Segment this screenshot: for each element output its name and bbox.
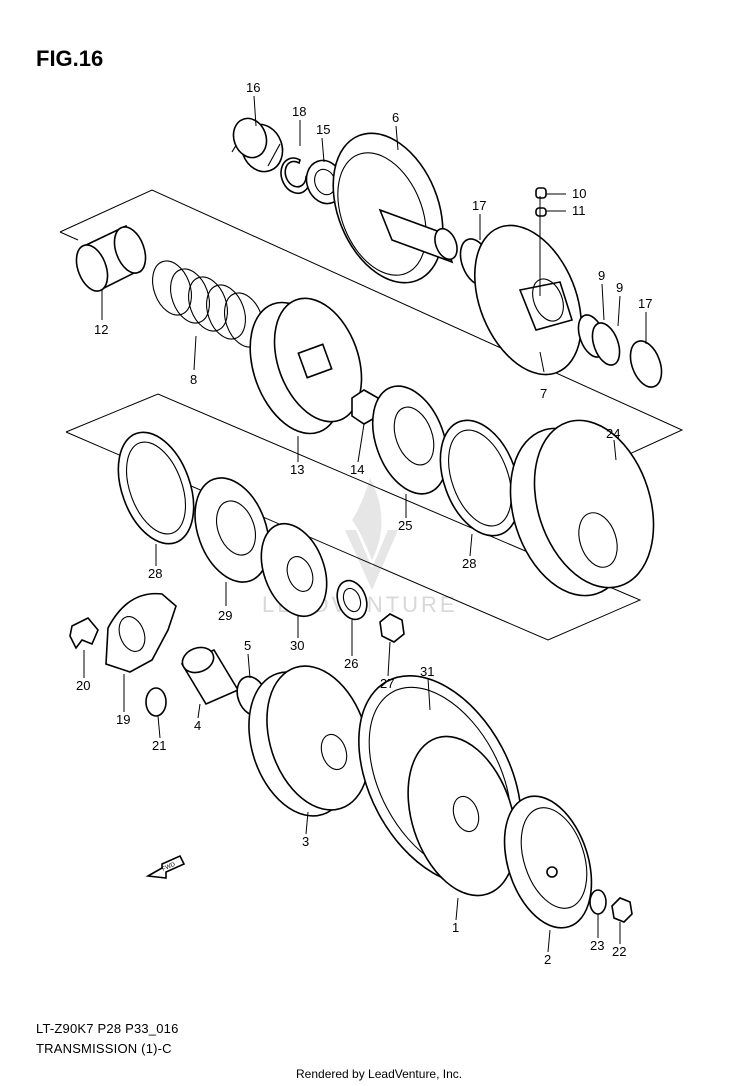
- callout-21: 21: [152, 738, 166, 753]
- callout-30: 30: [290, 638, 304, 653]
- part-1-fixed-drive-face: [407, 735, 517, 897]
- callout-16: 16: [246, 80, 260, 95]
- callout-28-right: 28: [462, 556, 476, 571]
- callout-13: 13: [290, 462, 304, 477]
- callout-28-left: 28: [148, 566, 162, 581]
- part-27-nut: [379, 613, 405, 643]
- part-7-sliding-driven-face: [473, 224, 583, 376]
- part-22-nut: [611, 897, 633, 923]
- part-23-washer: [589, 889, 607, 915]
- part-30-lock-washer: [260, 522, 328, 618]
- callout-19: 19: [116, 712, 130, 727]
- part-29-spline-plate: [194, 477, 270, 583]
- part-17-o-ring-lower: [629, 340, 663, 388]
- callout-14: 14: [350, 462, 364, 477]
- callout-20: 20: [76, 678, 90, 693]
- callout-6: 6: [392, 110, 399, 125]
- part-10-pin: [535, 187, 566, 199]
- part-2-fan-drive-face: [503, 795, 593, 929]
- part-9-seal-b: [591, 322, 621, 366]
- figure-title: FIG.16: [36, 46, 104, 71]
- figure-code: LT-Z90K7 P28 P33_016: [36, 1021, 179, 1036]
- part-20-clip: [69, 617, 99, 650]
- callout-22: 22: [612, 944, 626, 959]
- callout-12: 12: [94, 322, 108, 337]
- part-21-bush: [145, 687, 167, 717]
- callout-7: 7: [540, 386, 547, 401]
- part-19-ramp-plate: [105, 592, 177, 673]
- part-4-sleeve: [180, 646, 240, 706]
- callout-17-lower: 17: [638, 296, 652, 311]
- part-25-clutch-housing-cover: [371, 385, 449, 495]
- upper-assembly-frame: [59, 189, 684, 473]
- part-6-driven-face: [332, 132, 458, 284]
- callout-25: 25: [398, 518, 412, 533]
- callout-11: 11: [572, 203, 586, 218]
- part-28-washer-right: [439, 419, 521, 537]
- callout-4: 4: [194, 718, 201, 733]
- render-credit: Rendered by LeadVenture, Inc.: [296, 1067, 463, 1081]
- part-24-clutch-housing: [509, 419, 655, 597]
- callout-1: 1: [452, 920, 459, 935]
- callout-9-a: 9: [598, 268, 605, 283]
- callout-17-upper: 17: [472, 198, 486, 213]
- callout-8: 8: [190, 372, 197, 387]
- callout-24: 24: [606, 426, 620, 441]
- callout-2: 2: [544, 952, 551, 967]
- callout-26: 26: [344, 656, 358, 671]
- callout-3: 3: [302, 834, 309, 849]
- part-11-roller: [535, 207, 566, 217]
- callout-15: 15: [316, 122, 330, 137]
- callout-labels: 16 18 15 6 10 11 17 9 9 17 7 12 8 13 14 …: [76, 80, 652, 967]
- callout-5: 5: [244, 638, 251, 653]
- callout-9-b: 9: [616, 280, 623, 295]
- callout-10: 10: [572, 186, 586, 201]
- part-28-washer-left: [117, 431, 195, 545]
- callout-31: 31: [420, 664, 434, 679]
- part-16-needle-bearing: [231, 117, 284, 173]
- part-13-clutch-shoe: [249, 297, 363, 435]
- callout-27: 27: [380, 676, 394, 691]
- figure-name: TRANSMISSION (1)-C: [36, 1041, 172, 1056]
- part-26-bushing: [336, 579, 368, 621]
- callout-23: 23: [590, 938, 604, 953]
- fwd-arrow-icon: FWD: [145, 854, 186, 879]
- fwd-arrow-label: FWD: [161, 862, 177, 873]
- leader-lines: [83, 95, 647, 953]
- part-3-movable-drive-face: [248, 665, 370, 817]
- part-12-cap: [75, 224, 147, 292]
- lower-assembly-frame: [65, 393, 642, 641]
- callout-29: 29: [218, 608, 232, 623]
- part-18-circlip: [280, 157, 311, 195]
- callout-18: 18: [292, 104, 306, 119]
